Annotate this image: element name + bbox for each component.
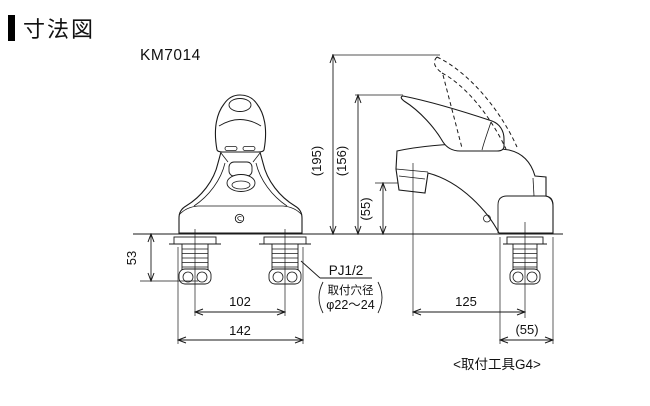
section-title: 寸法図 xyxy=(8,12,95,44)
dim-text-total-height: (195) xyxy=(309,146,324,176)
side-logo-mark xyxy=(483,214,491,223)
front-handle-dome-line xyxy=(218,119,262,127)
side-aerator-lines xyxy=(395,168,429,180)
thread-leader-line xyxy=(300,260,372,279)
front-shank-right xyxy=(259,229,311,316)
title-accent-bar xyxy=(8,15,15,41)
side-view-dimensions: (195) (156) (55) 125 (55) <取付工具G4> xyxy=(309,55,553,372)
page-title: 寸法図 xyxy=(23,17,96,42)
front-view xyxy=(169,94,311,316)
model-number: KM7014 xyxy=(140,47,201,64)
front-shank-left xyxy=(169,229,221,316)
front-handle-slot-left xyxy=(224,146,238,151)
hole-note-line1: 取付穴径 xyxy=(328,283,374,297)
brand-logo-mark xyxy=(234,213,245,224)
brand-logo-glyph xyxy=(237,216,242,222)
hole-note-line2: φ22〜24 xyxy=(326,298,374,312)
front-spout-window xyxy=(228,161,253,177)
front-neck-notches xyxy=(220,152,261,163)
front-body-outline xyxy=(178,151,303,234)
dim-text-body-width: 142 xyxy=(229,323,251,338)
paren-left xyxy=(318,281,324,314)
front-plinth-top-line xyxy=(178,205,303,216)
dim-text-spout-reach: 125 xyxy=(455,294,477,309)
side-body-tab-line xyxy=(532,177,535,197)
side-lever-outline xyxy=(400,95,505,152)
dim-text-hole-pitch: 102 xyxy=(229,294,251,309)
dim-text-base-depth: (55) xyxy=(515,322,538,337)
thread-size-label: PJ1/2 xyxy=(329,263,364,278)
front-flare-inner-left xyxy=(193,162,226,207)
paren-right xyxy=(377,281,383,314)
side-base-outline xyxy=(497,195,554,233)
front-aerator-inner xyxy=(231,180,251,190)
side-view xyxy=(395,56,554,318)
side-body-outline xyxy=(395,143,554,234)
dim-text-shank-length: 53 xyxy=(124,251,139,265)
side-lever-face-line xyxy=(481,121,492,151)
front-handle-outline xyxy=(214,94,267,153)
front-handle-cap xyxy=(228,98,252,112)
side-lever-raised-phantom xyxy=(433,56,518,150)
front-view-dimensions: 53 102 142 PJ1/2 取付穴径 φ22〜24 xyxy=(124,234,383,344)
front-handle-slot-right xyxy=(242,146,256,151)
mounting-tool-label: <取付工具G4> xyxy=(453,357,541,372)
side-shank xyxy=(503,222,547,318)
front-flare-inner-right xyxy=(255,162,288,207)
dim-text-spout-height: (55) xyxy=(358,197,373,220)
dim-text-handle-height: (156) xyxy=(334,146,349,176)
